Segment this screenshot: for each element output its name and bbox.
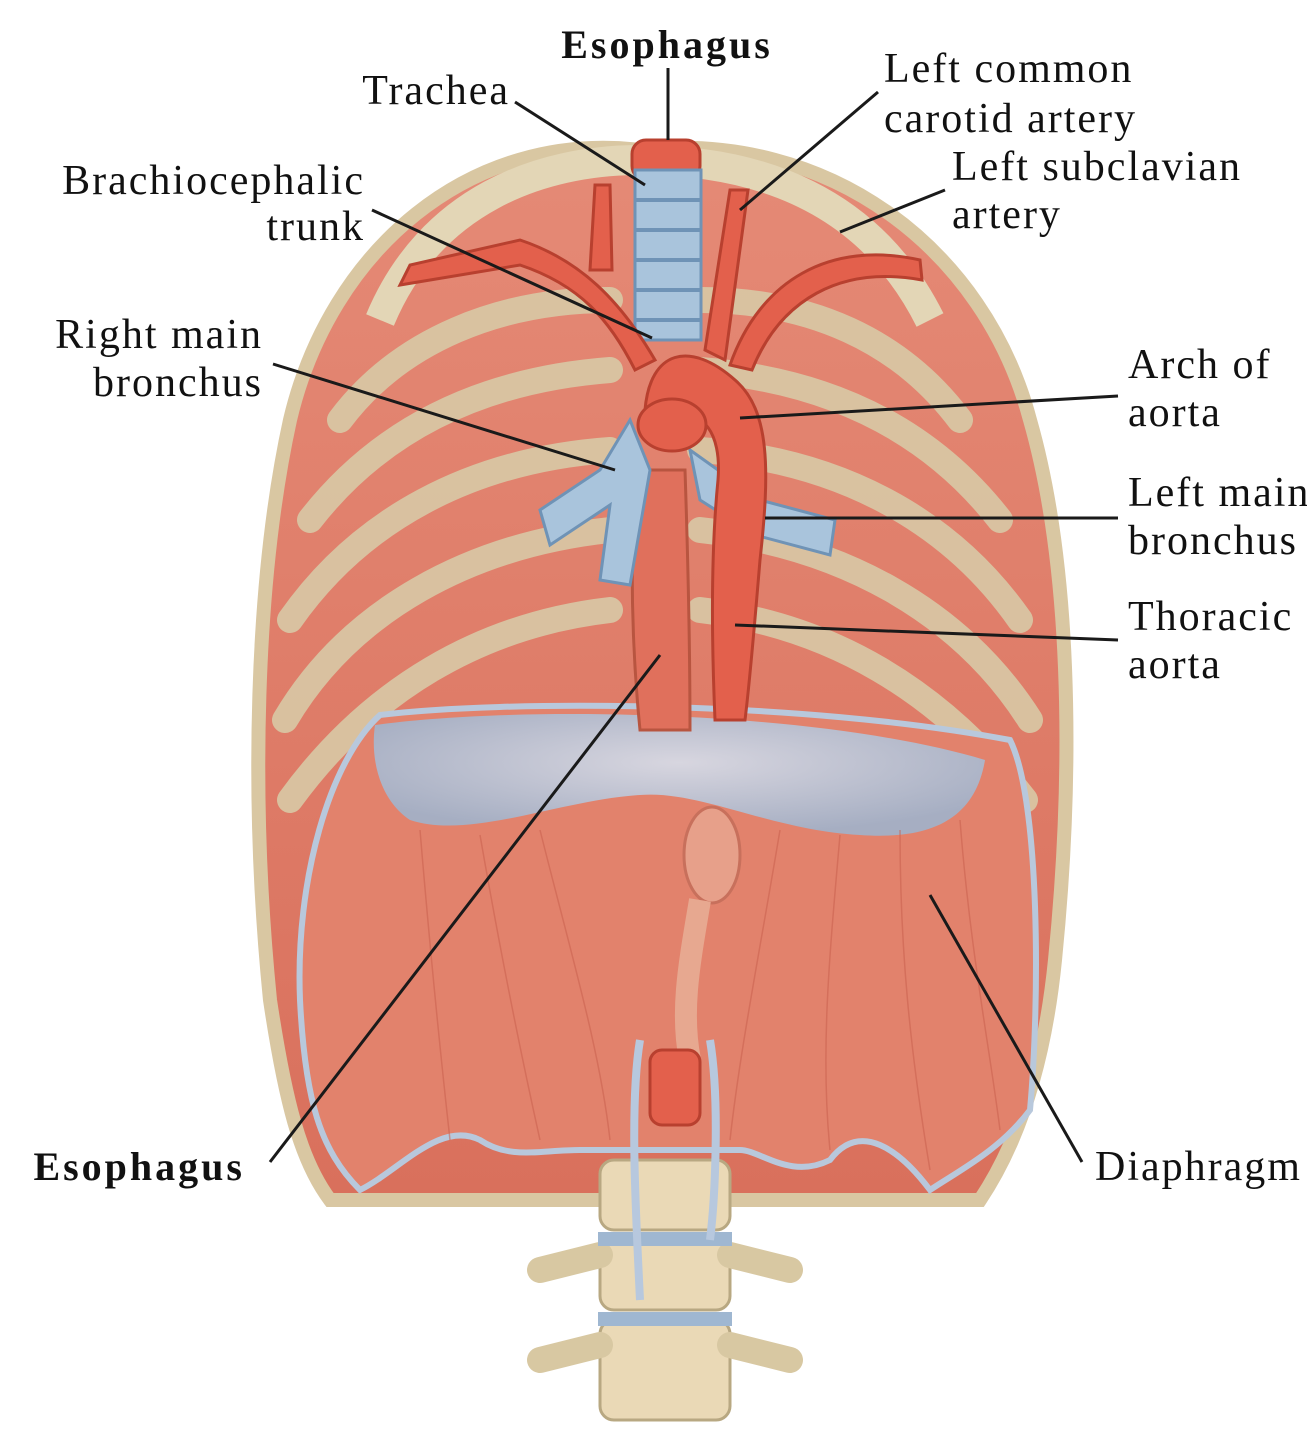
label-arch-of-aorta-line2: aorta — [1128, 390, 1222, 436]
label-esophagus-top: Esophagus — [561, 22, 773, 67]
label-brachiocephalic-line1: Brachiocephalic — [62, 158, 365, 204]
label-left-main-bronchus-line1: Left main — [1128, 470, 1307, 516]
label-thoracic-aorta-line2: aorta — [1128, 642, 1222, 688]
label-right-main-bronchus-line2: bronchus — [93, 360, 263, 406]
label-left-subclavian-line2: artery — [952, 192, 1062, 238]
label-left-common-carotid-line1: Left common — [884, 46, 1133, 92]
trachea — [635, 170, 701, 340]
label-thoracic-aorta-line1: Thoracic — [1128, 594, 1293, 640]
label-left-main-bronchus-line2: bronchus — [1128, 518, 1298, 564]
label-right-main-bronchus-line1: Right main — [55, 312, 263, 358]
esophageal-hiatus — [684, 807, 740, 903]
label-trachea: Trachea — [362, 68, 510, 114]
label-arch-of-aorta-line1: Arch of — [1128, 342, 1271, 388]
label-diaphragm: Diaphragm — [1095, 1144, 1302, 1190]
label-left-common-carotid-line2: carotid artery — [884, 96, 1137, 142]
label-left-subclavian-line1: Left subclavian — [952, 144, 1242, 190]
label-esophagus-bottom: Esophagus — [33, 1144, 245, 1189]
label-brachiocephalic-line2: trunk — [266, 204, 365, 250]
